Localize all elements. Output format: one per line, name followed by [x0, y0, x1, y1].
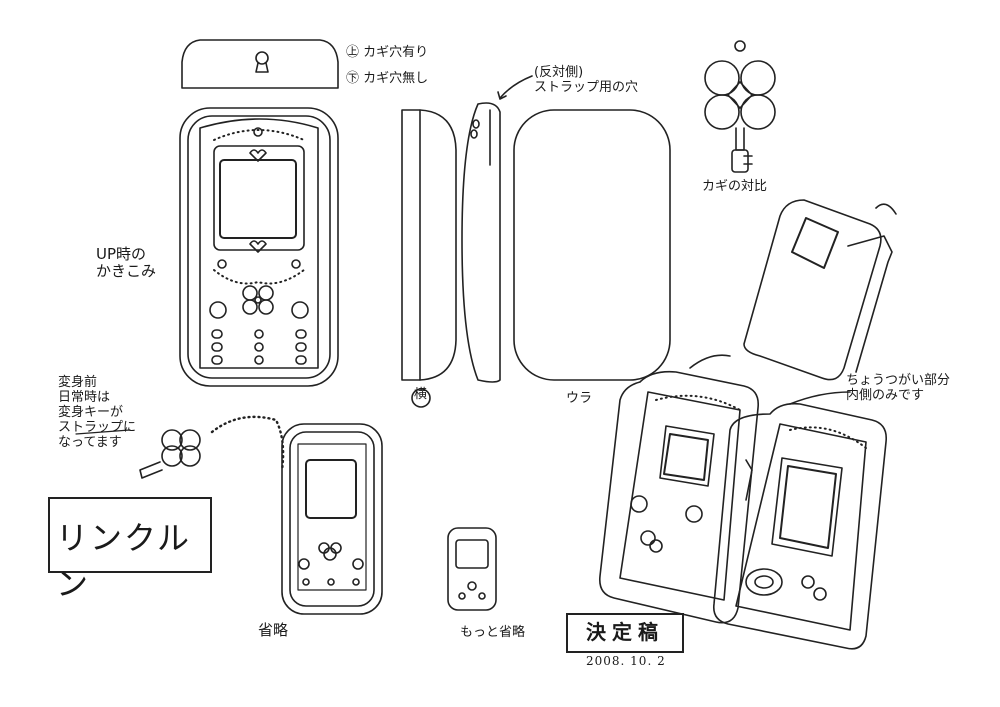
key-strap-drawing — [139, 429, 201, 479]
simplified-label: 省略 — [258, 621, 289, 639]
back-label: ウラ — [566, 391, 593, 406]
hinge-side-drawing — [461, 102, 501, 383]
strap-chain-drawing — [210, 415, 285, 472]
side-label-circle — [411, 388, 431, 408]
clover-emblem-drawing — [242, 285, 274, 315]
more-simplified-label: もっと省略 — [460, 625, 526, 640]
title-text: リンクルン — [56, 519, 192, 603]
up-note: UP時の かきこみ — [96, 245, 157, 281]
front-device-drawing — [179, 107, 339, 387]
strap-hole-note: (反対側) ストラップ用の穴 — [534, 65, 639, 95]
title-box: リンクルン — [48, 497, 212, 603]
side-label: 横 — [414, 387, 428, 402]
key-drawing — [704, 40, 776, 173]
open-device-drawing — [598, 370, 888, 650]
open-arrow — [689, 354, 731, 369]
closed-angle-view-drawing — [743, 199, 897, 381]
pre-transform-note: 変身前 日常時は 変身キーが ストラップに なってます — [58, 375, 137, 450]
hinge-arrow — [789, 391, 851, 405]
strap-arrow — [499, 75, 533, 99]
back-view-drawing — [513, 109, 671, 381]
hinge-note: ちょうつがい部分 内側のみです — [846, 373, 951, 403]
final-draft-stamp: 決定稿 — [566, 613, 684, 653]
simplified-device-drawing — [281, 423, 383, 615]
date-text: 2008. 10. 2 — [586, 654, 666, 668]
side-view-drawing — [401, 109, 457, 381]
top-cap-drawing — [181, 39, 339, 89]
tiny-device-drawing — [447, 527, 497, 611]
legend-keyhole-no: ㊦ カギ穴無し — [346, 71, 429, 86]
legend-keyhole-yes: ㊤ カギ穴有り — [346, 45, 429, 60]
key-compare-note: カギの対比 — [702, 179, 768, 194]
